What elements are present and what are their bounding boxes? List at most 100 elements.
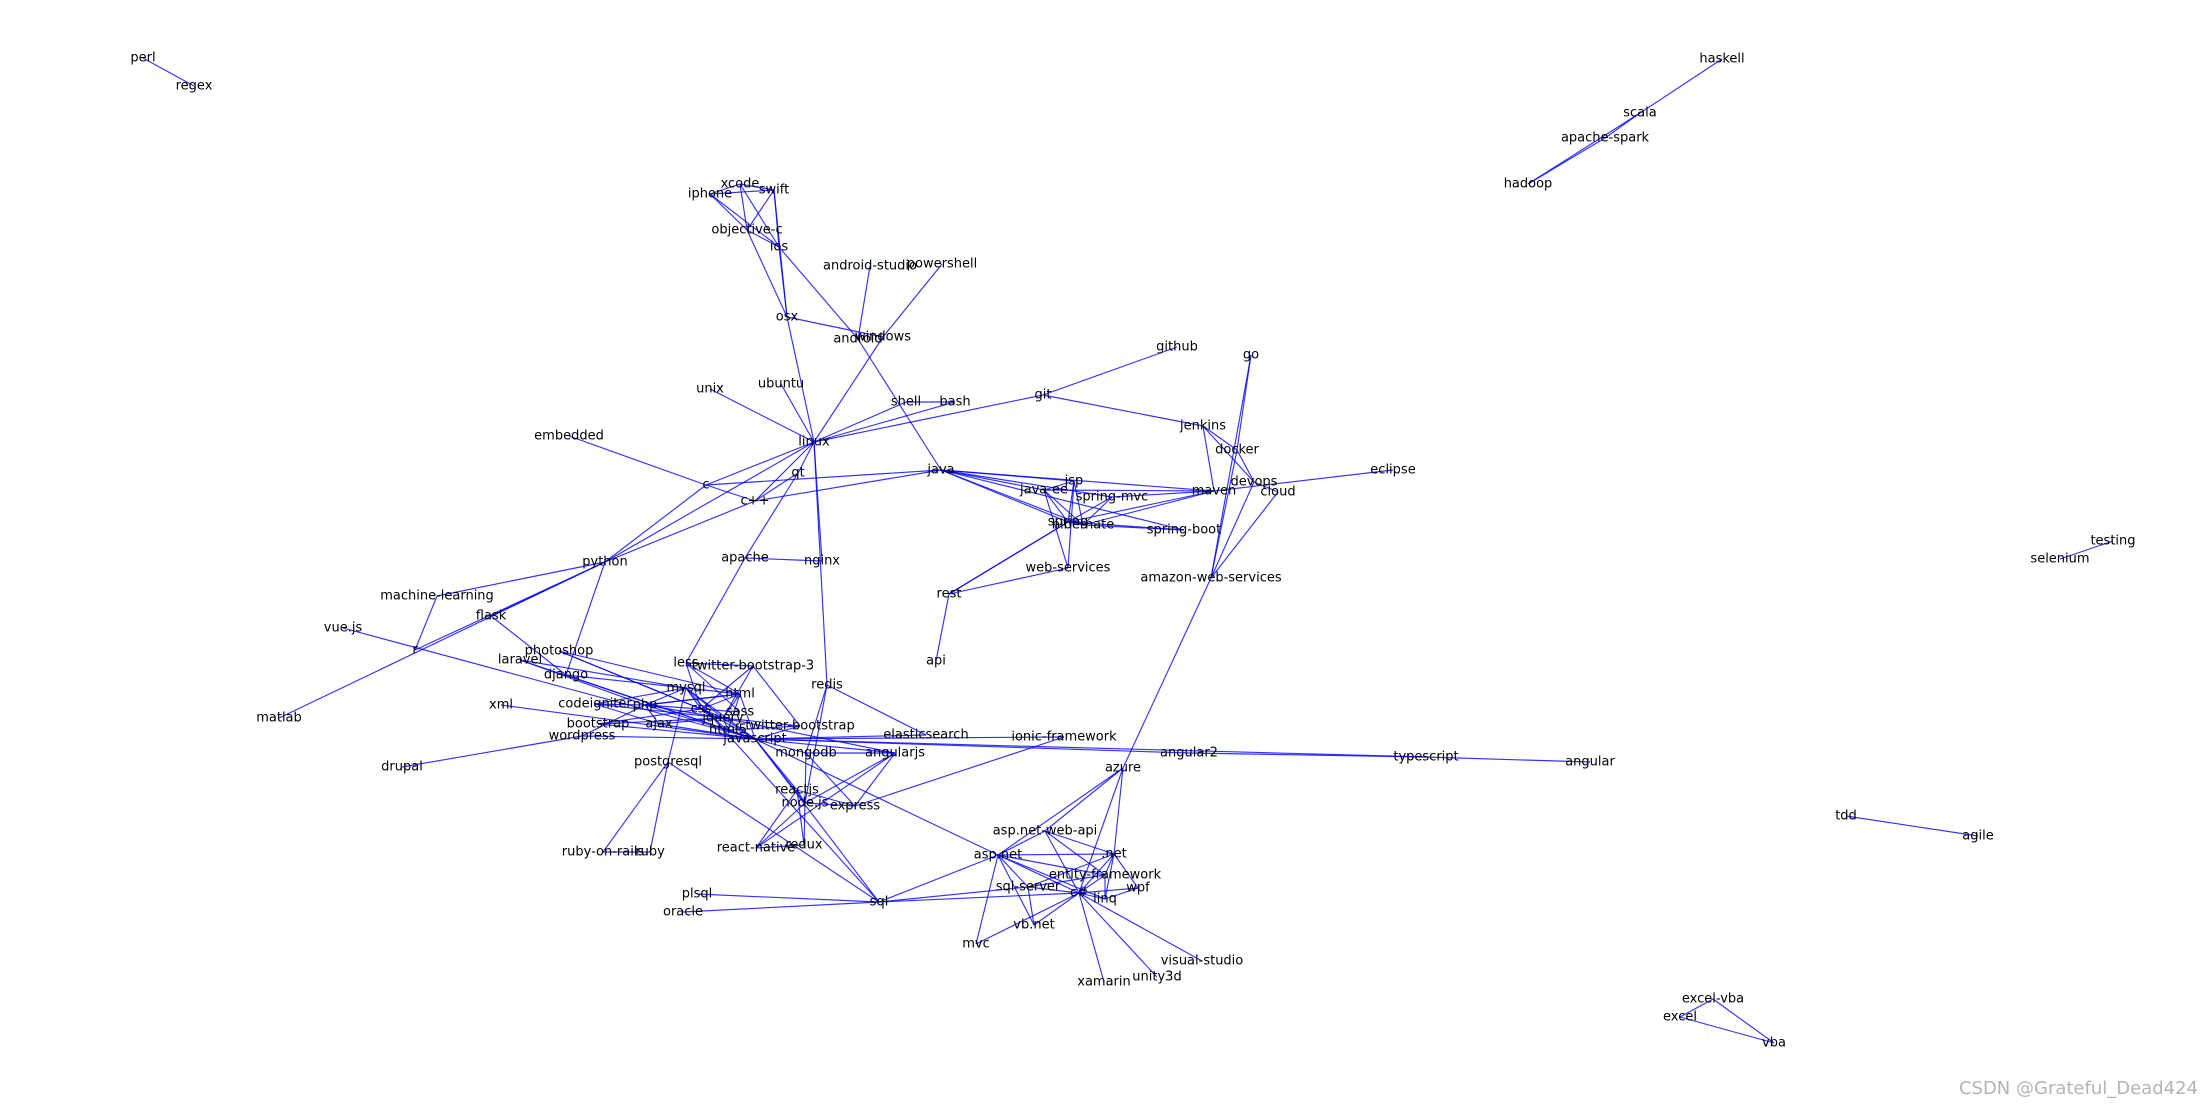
edge: [685, 687, 880, 903]
edge: [997, 854, 1080, 894]
edge: [796, 789, 806, 804]
edge: [940, 469, 1045, 491]
edge: [1033, 892, 1080, 926]
edge: [744, 472, 799, 559]
edge: [558, 650, 724, 719]
edge: [746, 229, 788, 318]
edge: [882, 263, 943, 338]
node-label: agile: [1962, 829, 1993, 844]
edge: [604, 441, 815, 563]
edge: [1067, 496, 1113, 523]
edge: [565, 674, 756, 740]
node-label: photoshop: [525, 644, 594, 659]
edge: [804, 752, 896, 804]
edge: [342, 627, 756, 740]
edge: [709, 193, 748, 231]
edge: [1679, 1016, 1775, 1044]
node-label: github: [1156, 340, 1198, 355]
edge: [568, 435, 707, 486]
node-label: unity3d: [1132, 970, 1181, 985]
node-label: api: [926, 654, 946, 669]
node-label: sql: [870, 895, 889, 910]
edge: [722, 693, 741, 719]
edge: [997, 854, 1035, 926]
node-label: git: [1035, 388, 1052, 403]
node-label: xcode: [721, 177, 760, 192]
node-label: cloud: [1260, 485, 1295, 500]
node-label: sql-server: [996, 880, 1061, 895]
edge: [854, 736, 1065, 807]
node-labels-layer: perlregexhaskellscalaapache-sparkhadoopx…: [130, 51, 2135, 1051]
edge: [796, 789, 805, 846]
edge: [948, 521, 1069, 595]
edge: [1042, 346, 1178, 396]
node-label: shell: [891, 395, 921, 410]
edge: [755, 844, 805, 849]
edge: [558, 650, 741, 695]
edge: [722, 665, 754, 719]
edge: [878, 854, 999, 903]
edge: [805, 752, 856, 807]
edge: [594, 703, 646, 706]
node-label: xml: [489, 698, 513, 713]
node-label: apache: [721, 551, 769, 566]
edge: [685, 687, 756, 740]
edge: [754, 738, 999, 856]
edge: [705, 469, 942, 486]
node-label: excel: [1663, 1010, 1697, 1025]
edge: [755, 752, 896, 849]
edge: [709, 189, 775, 195]
edge: [754, 738, 1427, 758]
node-label: maven: [1192, 484, 1237, 499]
edge: [739, 693, 756, 740]
edge: [685, 557, 746, 664]
edge: [604, 500, 756, 563]
node-label: matlab: [256, 711, 302, 726]
node-label: vba: [1762, 1036, 1786, 1051]
node-label: twitter-bootstrap-3: [692, 659, 814, 674]
edge: [1425, 756, 1591, 763]
node-label: excel-vba: [1682, 992, 1744, 1007]
edge: [1027, 886, 1080, 894]
edge: [778, 246, 859, 340]
edge: [826, 684, 927, 736]
edge: [1043, 480, 1075, 491]
node-label: twitter-bootstrap: [745, 719, 854, 734]
edge: [685, 687, 741, 695]
node-label: amazon-web-services: [1140, 571, 1281, 586]
edge: [796, 789, 856, 807]
node-label: azure: [1105, 761, 1141, 776]
edge: [1044, 767, 1124, 832]
edge: [1027, 853, 1115, 888]
node-label: ios: [770, 240, 789, 255]
edge: [940, 469, 1084, 526]
edge: [786, 316, 884, 338]
node-label: mysql: [667, 681, 706, 696]
edge: [2059, 540, 2114, 560]
edges-layer: [142, 57, 2114, 1044]
edge: [597, 717, 724, 725]
edge: [1067, 490, 1215, 523]
edge: [1027, 874, 1106, 888]
node-label: unix: [696, 382, 724, 397]
edge: [805, 684, 828, 754]
edge: [436, 561, 606, 597]
edge: [705, 484, 756, 502]
node-label: swift: [759, 183, 789, 198]
edge: [997, 767, 1124, 856]
node-label: wordpress: [549, 729, 616, 744]
edge: [1639, 58, 1723, 114]
node-label: r: [412, 643, 418, 658]
edge: [722, 717, 756, 740]
edge: [597, 708, 702, 725]
node-label: osx: [776, 310, 799, 325]
edge: [744, 557, 823, 562]
edge: [752, 665, 801, 727]
node-label: asp.net-web-api: [993, 824, 1098, 839]
node-label: spring-boot: [1147, 523, 1221, 538]
edge: [1078, 767, 1124, 894]
edge: [727, 725, 801, 731]
edge: [700, 708, 729, 731]
node-label: drupal: [381, 760, 423, 775]
node-label: bash: [939, 395, 970, 410]
